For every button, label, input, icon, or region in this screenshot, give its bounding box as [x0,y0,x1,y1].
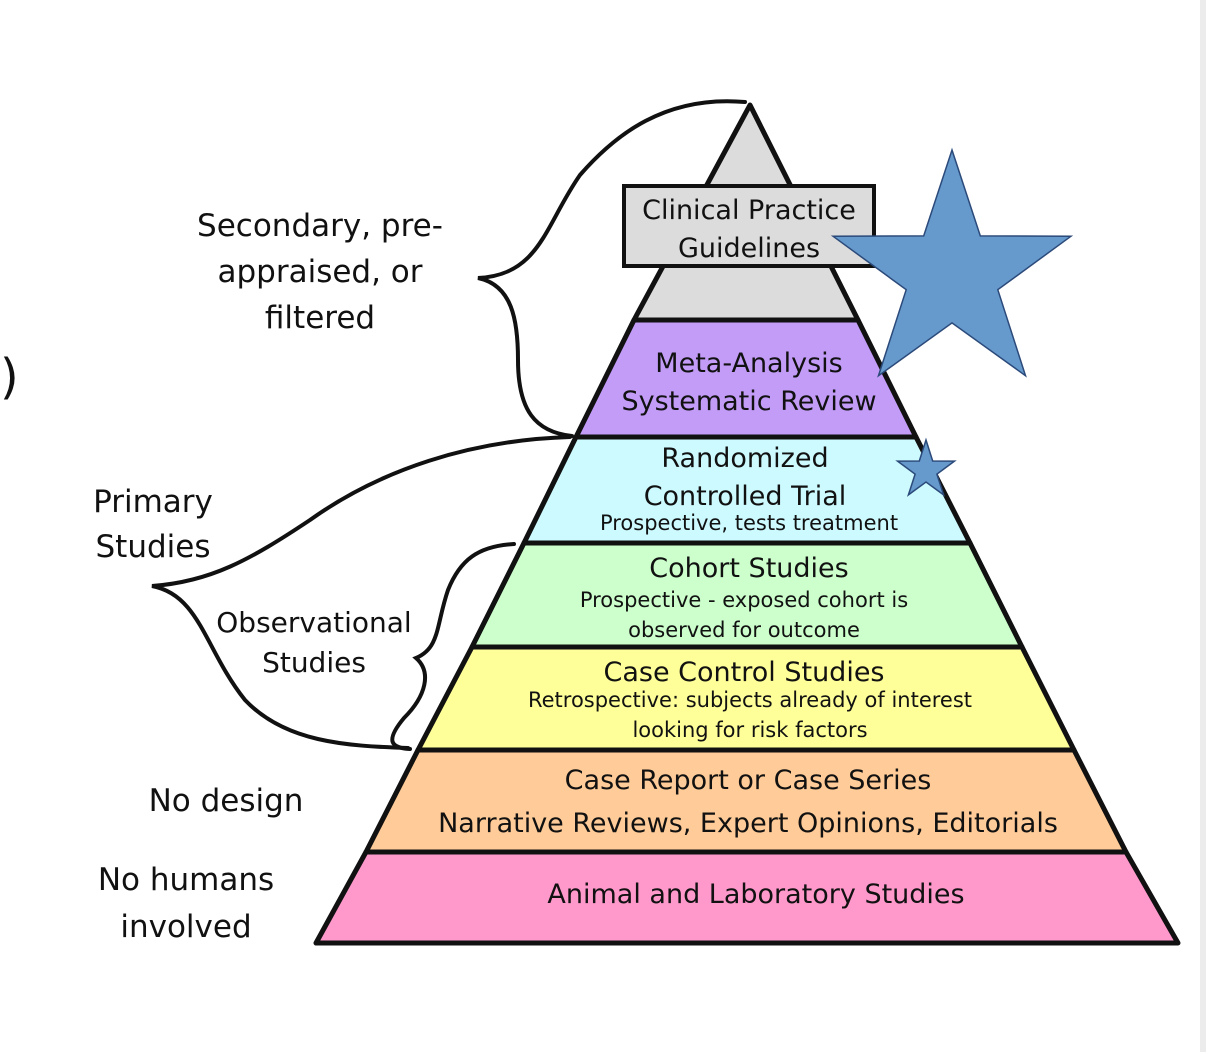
rct-label-line1: Randomized [661,443,828,474]
guidelines-label-line1: Clinical Practice [642,195,856,226]
side-labels: Secondary, pre- appraised, or filtered P… [93,208,443,945]
star-icon-small [895,437,957,497]
guidelines-label-line2: Guidelines [678,233,820,264]
case-control-label: Case Control Studies [604,657,885,688]
primary-label-line2: Studies [96,529,211,565]
brace-secondary [477,99,747,438]
case-report-label-line1: Case Report or Case Series [565,765,932,796]
case-control-sublabel-line2: looking for risk factors [632,718,867,742]
brace-primary [151,435,572,750]
guidelines-box [622,184,876,268]
brace-lines [151,99,747,751]
cohort-sublabel-line2: observed for outcome [628,618,860,642]
animal-lab-label: Animal and Laboratory Studies [547,879,964,910]
meta-analysis-label-line2: Systematic Review [621,386,876,417]
primary-label-line1: Primary [93,484,213,520]
no-humans-label-line2: involved [120,909,251,945]
pyramid-labels: Clinical Practice Guidelines Meta-Analys… [438,195,1058,910]
case-report-label-line2: Narrative Reviews, Expert Opinions, Edit… [438,808,1058,839]
observational-label-line2: Studies [262,646,366,679]
star-icon-large [830,147,1074,378]
scrollbar-track[interactable] [1200,0,1206,1052]
edge-text-fragment: ) [0,349,19,405]
cohort-sublabel-line1: Prospective - exposed cohort is [580,588,908,612]
rct-sublabel: Prospective, tests treatment [600,511,898,535]
rct-label-line2: Controlled Trial [644,481,847,512]
secondary-label-line1: Secondary, pre- [197,208,443,244]
meta-analysis-label-line1: Meta-Analysis [655,348,842,379]
no-humans-label-line1: No humans [98,862,274,898]
cohort-label: Cohort Studies [649,553,848,584]
case-control-sublabel-line1: Retrospective: subjects already of inter… [528,688,972,712]
secondary-label-line2: appraised, or [217,254,422,290]
secondary-label-line3: filtered [265,300,375,336]
brace-observational [390,542,516,751]
observational-label-line1: Observational [216,606,411,639]
no-design-label: No design [149,783,304,819]
